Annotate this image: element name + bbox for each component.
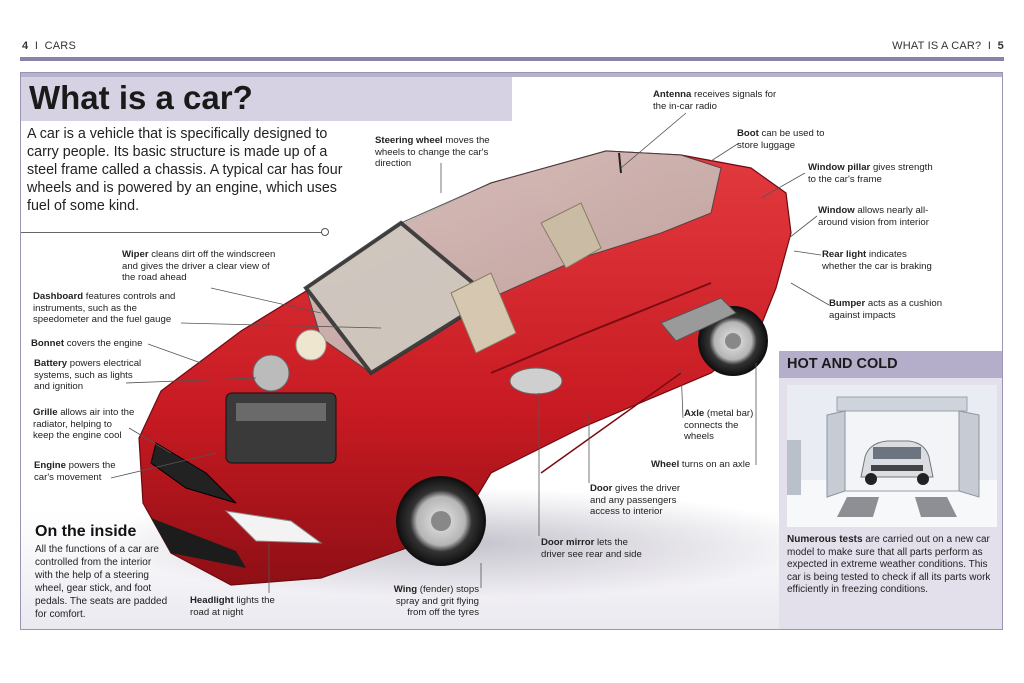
label-axle: Axle (metal bar) connects the wheels xyxy=(684,408,754,443)
cold-test-photo xyxy=(787,385,997,527)
title-box: What is a car? xyxy=(21,77,512,121)
cold-chamber-image xyxy=(787,385,997,527)
label-wing: Wing (fender) stops spray and grit flyin… xyxy=(393,584,479,619)
door-mirror-part xyxy=(509,367,563,395)
label-door-mirror: Door mirror lets the driver see rear and… xyxy=(541,537,642,560)
seat-front xyxy=(450,272,517,354)
leader-lines xyxy=(110,112,830,593)
label-steering-wheel: Steering wheel moves the wheels to chang… xyxy=(375,135,490,170)
page-folio-right: WHAT IS A CAR? I 5 xyxy=(892,40,1004,52)
hot-and-cold-text: Numerous tests are carried out on a new … xyxy=(787,534,991,596)
label-dashboard: Dashboard features controls and instrume… xyxy=(33,291,176,326)
hot-and-cold-title: HOT AND COLD xyxy=(787,356,898,372)
hot-and-cold-header: HOT AND COLD xyxy=(779,351,1002,378)
front-grille xyxy=(150,442,237,504)
label-wiper: Wiper cleans dirt off the windscreen and… xyxy=(122,249,276,284)
engine-cover xyxy=(236,403,326,421)
intro-rule xyxy=(21,232,323,233)
inside-text: All the functions of a car are controlle… xyxy=(35,544,168,620)
reservoir xyxy=(295,329,327,361)
side-crease xyxy=(540,372,682,474)
page-title: What is a car? xyxy=(29,79,253,116)
label-bumper: Bumper acts as a cushion against impacts xyxy=(829,298,943,321)
page-number-right: 5 xyxy=(997,40,1004,52)
section-name-left: CARS xyxy=(44,40,76,52)
label-engine: Engine powers the car's movement xyxy=(34,460,116,483)
antenna-part xyxy=(618,152,622,174)
headlight-part xyxy=(224,510,323,544)
folio-separator-right: I xyxy=(987,40,992,52)
label-wheel: Wheel turns on an axle xyxy=(651,459,751,470)
page-number-left: 4 xyxy=(22,40,29,52)
seat-rear xyxy=(540,202,602,269)
panel-top-rule xyxy=(21,73,1002,77)
door-line xyxy=(490,282,712,374)
inside-title: On the inside xyxy=(35,523,137,540)
section-name-right: WHAT IS A CAR? xyxy=(892,40,982,52)
front-hub xyxy=(431,511,451,531)
hot-and-cold-panel: HOT AND COLD Numerous tests are carried … xyxy=(779,351,1002,629)
car-cutaway-illustration xyxy=(101,112,830,598)
page-folio-left: 4 I CARS xyxy=(22,40,76,52)
label-window-pillar: Window pillar gives strength to the car'… xyxy=(808,162,933,185)
label-bonnet: Bonnet covers the engine xyxy=(31,338,143,349)
header-rule xyxy=(20,57,1004,61)
label-door: Door gives the driver and any passengers… xyxy=(590,483,681,518)
battery-part xyxy=(252,354,290,392)
label-battery: Battery powers electrical systems, such … xyxy=(34,358,142,393)
label-headlight: Headlight lights the road at night xyxy=(190,595,275,618)
folio-separator-left: I xyxy=(34,40,39,52)
rear-axle xyxy=(660,297,737,342)
intro-paragraph: A car is a vehicle that is specifically … xyxy=(27,126,343,214)
intro-rule-end xyxy=(321,228,329,236)
rear-hub xyxy=(725,333,741,349)
label-rear-light: Rear light indicates whether the car is … xyxy=(822,249,932,272)
label-boot: Boot can be used to store luggage xyxy=(737,128,825,151)
label-window: Window allows nearly all-around vision f… xyxy=(818,205,929,228)
content-panel: What is a car? A car is a vehicle that i… xyxy=(20,72,1003,630)
label-grille: Grille allows air into the radiator, hel… xyxy=(33,407,135,442)
label-antenna: Antenna receives signals for the in-car … xyxy=(653,89,777,112)
lower-grille xyxy=(151,518,246,568)
